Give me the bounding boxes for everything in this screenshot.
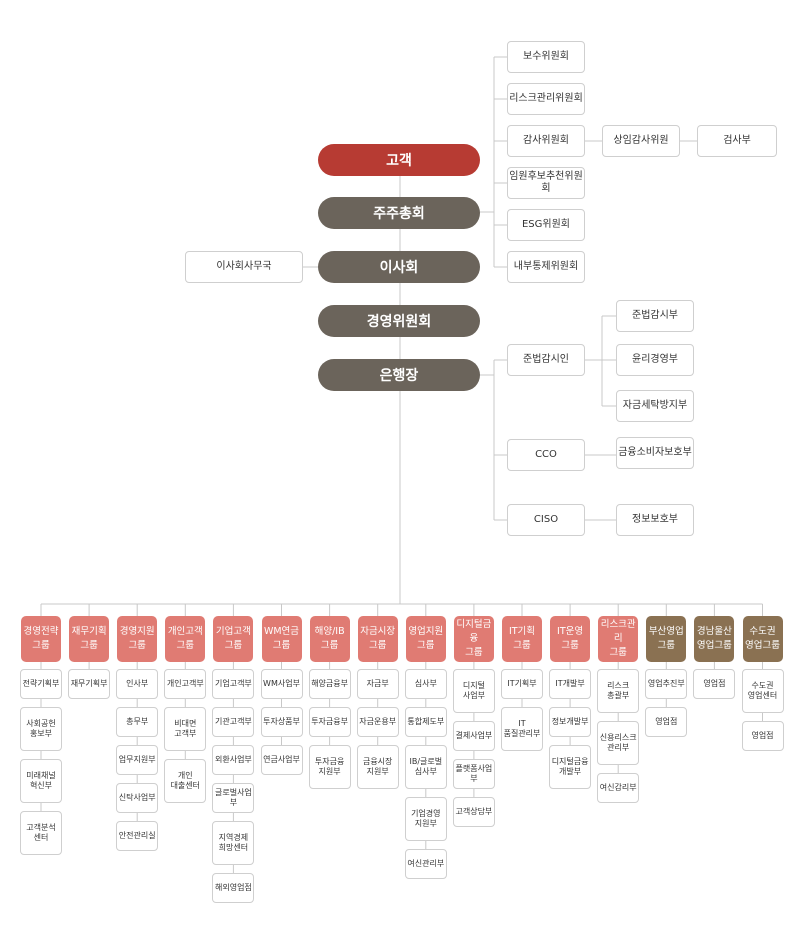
group-node: 자금시장 그룹	[357, 616, 398, 662]
group-node: 수도권 영업그룹	[742, 616, 783, 662]
department-node: 신용리스크 관리부	[597, 721, 640, 765]
standing-auditor-node: 상임감사위원	[602, 125, 680, 157]
department-node: 총무부	[116, 707, 159, 737]
department-node: 디지털 사업부	[452, 669, 495, 713]
department-node: 투자금융부	[308, 707, 351, 737]
department-node: 업무지원부	[116, 745, 159, 775]
board-node: 이사회	[318, 251, 480, 283]
department-node: 리스크 총괄부	[597, 669, 640, 713]
department-node: 기업고객부	[212, 669, 255, 699]
department-node: 글로벌사업부	[212, 783, 255, 813]
group-node: 디지털금융 그룹	[453, 616, 494, 662]
committee-node: 내부통제위원회	[507, 251, 585, 283]
bank-president-node: 은행장	[318, 359, 480, 391]
info-protection-node: 정보보호부	[616, 504, 694, 536]
department-node: 비대면 고객부	[164, 707, 207, 751]
group-node: 재무기획 그룹	[69, 616, 110, 662]
board-office-node: 이사회사무국	[185, 251, 303, 283]
department-node: 수도권 영업센터	[741, 669, 784, 713]
department-node: 사회공헌 홍보부	[20, 707, 62, 751]
inspection-dept-node: 검사부	[697, 125, 777, 157]
management-committee-node: 경영위원회	[318, 305, 480, 337]
department-node: WM사업부	[260, 669, 303, 699]
department-node: 영업점	[741, 721, 784, 751]
department-node: 고객분석 센터	[20, 811, 62, 855]
department-node: 연금사업부	[260, 745, 303, 775]
department-node: IB/글로벌 심사부	[404, 745, 447, 789]
group-node: 해양/IB 그룹	[309, 616, 350, 662]
compliance-dept-node: 준법감시부	[616, 300, 694, 332]
department-node: 결제사업부	[452, 721, 495, 751]
department-node: 기업경영 지원부	[404, 797, 447, 841]
department-node: 투자금융 지원부	[308, 745, 351, 789]
department-node: 투자상품부	[260, 707, 303, 737]
compliance-officer-node: 준법감시인	[507, 344, 585, 376]
department-node: 통합제도부	[404, 707, 447, 737]
committee-node: 보수위원회	[507, 41, 585, 73]
group-node: 경영전략 그룹	[21, 616, 61, 662]
compliance-dept-node: 자금세탁방지부	[616, 390, 694, 422]
department-node: 금융시장 지원부	[356, 745, 399, 789]
department-node: IT개발부	[549, 669, 592, 699]
department-node: 고객상담부	[452, 797, 495, 827]
committee-node: 감사위원회	[507, 125, 585, 157]
department-node: 영업점	[645, 707, 688, 737]
department-node: 개인 대출센터	[164, 759, 207, 803]
department-node: 영업추진부	[645, 669, 688, 699]
department-node: 심사부	[404, 669, 447, 699]
group-node: WM연금 그룹	[261, 616, 302, 662]
department-node: IT기획부	[501, 669, 543, 699]
department-node: 인사부	[116, 669, 159, 699]
group-node: 경남울산 영업그룹	[694, 616, 735, 662]
department-node: 여신관리부	[404, 849, 447, 879]
department-node: 자금부	[356, 669, 399, 699]
department-node: 외환사업부	[212, 745, 255, 775]
department-node: 영업점	[693, 669, 736, 699]
ciso-node: CISO	[507, 504, 585, 536]
committee-node: 리스크관리위원회	[507, 83, 585, 115]
department-node: 자금운용부	[356, 707, 399, 737]
department-node: 여신감리부	[597, 773, 640, 803]
department-node: 해양금융부	[308, 669, 351, 699]
department-node: 해외영업점	[212, 873, 255, 903]
group-node: 경영지원 그룹	[117, 616, 158, 662]
department-node: 정보개발부	[549, 707, 592, 737]
committee-node: 임원후보추천위원회	[507, 167, 585, 199]
cco-node: CCO	[507, 439, 585, 471]
consumer-protection-node: 금융소비자보호부	[616, 437, 694, 469]
department-node: 신탁사업부	[116, 783, 159, 813]
department-node: 지역경제 희망센터	[212, 821, 255, 865]
department-node: 디지털금융 개발부	[549, 745, 592, 789]
customer-node: 고객	[318, 144, 480, 176]
department-node: 미래채널 혁신부	[20, 759, 62, 803]
group-node: 부산영업 그룹	[646, 616, 687, 662]
group-node: 개인고객 그룹	[165, 616, 206, 662]
department-node: IT 품질관리부	[501, 707, 543, 751]
compliance-dept-node: 윤리경영부	[616, 344, 694, 376]
department-node: 전략기획부	[20, 669, 62, 699]
committee-node: ESG위원회	[507, 209, 585, 241]
department-node: 개인고객부	[164, 669, 207, 699]
group-node: IT기획 그룹	[502, 616, 542, 662]
group-node: 기업고객 그룹	[213, 616, 254, 662]
group-node: IT운영 그룹	[550, 616, 591, 662]
shareholders-meeting-node: 주주총회	[318, 197, 480, 229]
department-node: 기관고객부	[212, 707, 255, 737]
department-node: 플랫폼사업부	[452, 759, 495, 789]
department-node: 재무기획부	[68, 669, 111, 699]
group-node: 리스크관리 그룹	[598, 616, 639, 662]
group-node: 영업지원 그룹	[405, 616, 446, 662]
department-node: 안전관리실	[116, 821, 159, 851]
